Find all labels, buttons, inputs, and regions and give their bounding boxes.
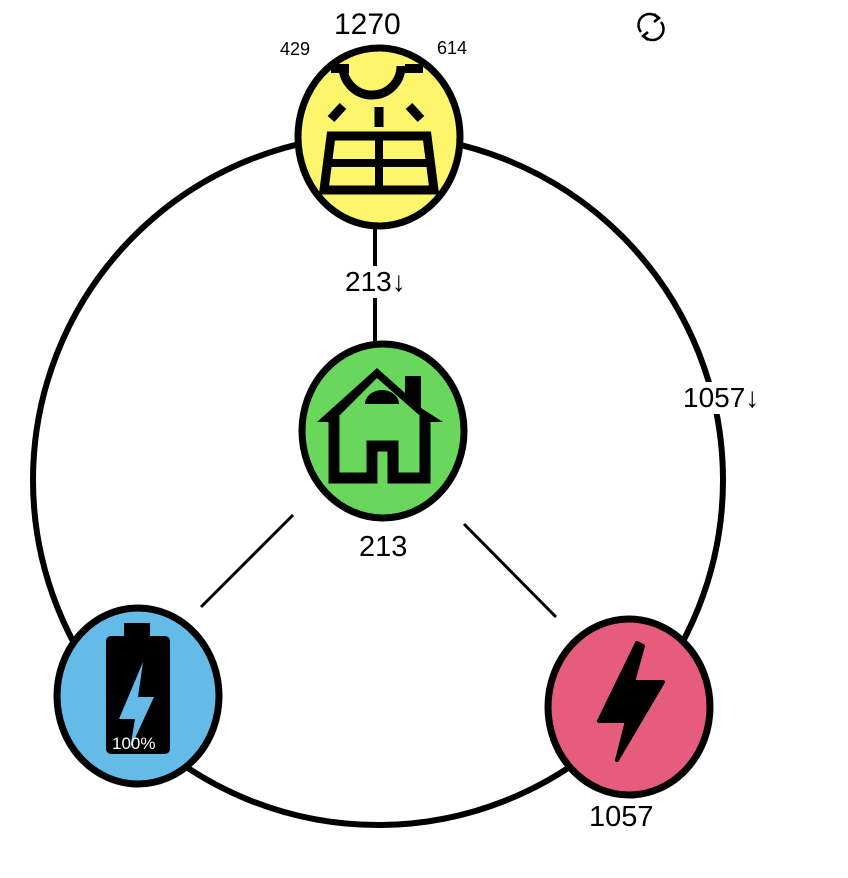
solar-total-value: 1270 [334, 8, 401, 41]
home-node[interactable] [297, 338, 469, 524]
battery-charging-icon [53, 604, 223, 788]
home-grid-line [462, 522, 558, 619]
solar-left-value: 429 [280, 39, 311, 59]
solar-to-grid-flow-label: 1057↓ [683, 382, 760, 414]
house-icon [298, 340, 468, 522]
grid-value: 1057 [589, 801, 654, 833]
refresh-icon[interactable] [632, 8, 670, 46]
solar-to-home-flow-label: 213↓ [345, 266, 406, 298]
home-battery-line [199, 513, 295, 609]
solar-right-value: 614 [437, 38, 468, 58]
home-consumption-value: 213 [359, 531, 408, 563]
solar-node[interactable] [293, 42, 465, 232]
battery-node[interactable] [52, 602, 224, 790]
lightning-bolt-icon [544, 615, 714, 799]
grid-node[interactable] [543, 612, 715, 802]
solar-panel-icon [294, 44, 464, 230]
battery-percent-label: 100% [112, 734, 156, 753]
